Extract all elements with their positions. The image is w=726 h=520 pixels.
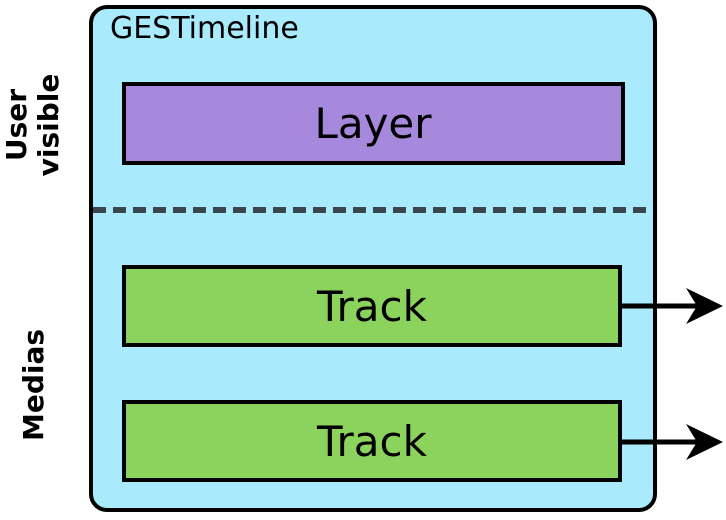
medias-label: Medias (17, 329, 50, 441)
arrow-head-icon-1 (686, 288, 723, 324)
diagram-title: GESTimeline (110, 11, 299, 46)
arrow-head-icon-2 (686, 424, 723, 460)
user-visible-label: User visible (0, 74, 65, 177)
track-output-arrow-1 (620, 288, 723, 324)
user-visible-label-line2: visible (32, 74, 65, 177)
track-label-2: Track (316, 417, 428, 466)
track-output-arrow-2 (620, 424, 723, 460)
layer-label: Layer (314, 99, 432, 148)
track-box-2 (122, 400, 622, 482)
track-box-1 (122, 265, 622, 347)
layer-box (122, 82, 625, 165)
track-label-1: Track (316, 282, 428, 331)
user-visible-label-line1: User (0, 89, 33, 161)
